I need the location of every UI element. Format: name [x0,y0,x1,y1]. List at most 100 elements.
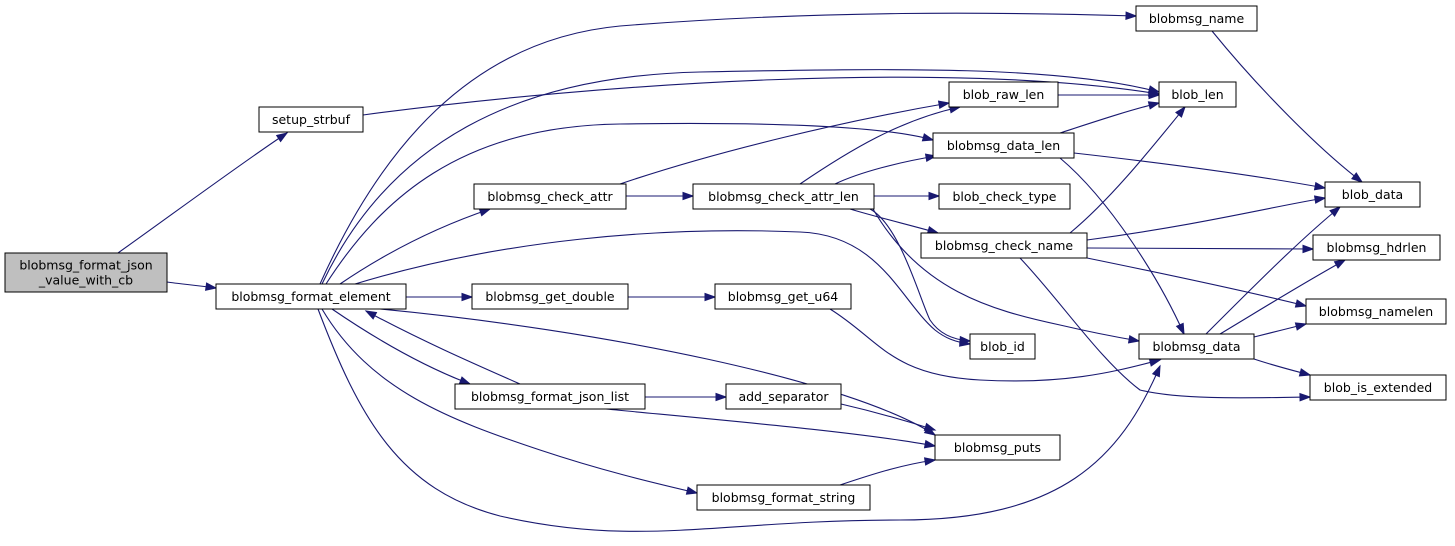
edge-line [331,308,471,385]
node-setup-strbuf[interactable]: setup_strbuf [258,106,364,133]
edge-format_element-to-blobmsg_data_len [325,122,935,285]
node-blobmsg-data[interactable]: blobmsg_data [1138,333,1255,360]
node-label: blobmsg_get_u64 [728,289,839,304]
edge-format_element-to-blobmsg_name [319,11,1138,285]
edge-line [1205,206,1341,335]
edge-line [619,102,950,185]
node-format-json-list[interactable]: blobmsg_format_json_list [454,383,646,410]
edge-line [799,106,961,185]
edge-line [339,208,491,285]
edge-line [379,308,936,436]
node-label: blobmsg_check_name [935,238,1073,253]
edge-line [1059,102,1160,134]
edge-line [1219,259,1346,335]
node-add-separator[interactable]: add_separator [725,383,842,410]
edge-blobmsg_data_len-to-blobmsg_data [1059,157,1185,336]
edge-check_name-to-blob_data [1086,195,1327,241]
edge-line [1086,257,1307,307]
edge-line [321,308,698,494]
edge-arrowhead [1175,322,1185,336]
node-label: blob_data [1342,187,1403,202]
edge-format_json_list-to-blobmsg_puts [605,408,937,449]
node-label: _value_with_cb [38,273,133,288]
node-blob-len[interactable]: blob_len [1158,81,1237,108]
edge-arrowhead [921,133,935,142]
node-box [1312,234,1441,261]
edge-arrowhead [923,457,937,466]
node-label: blobmsg_format_element [231,289,390,304]
node-get-double[interactable]: blobmsg_get_double [471,283,629,310]
edge-line [1069,106,1186,234]
node-get-u64[interactable]: blobmsg_get_u64 [714,283,852,310]
edge-arrowhead [1302,244,1315,254]
edge-arrowhead [275,132,289,143]
edge-arrowhead [682,191,695,201]
edge-line [872,208,1140,342]
node-blobmsg-name[interactable]: blobmsg_name [1135,5,1258,32]
edge-arrowhead [1125,11,1138,21]
edge-arrowhead [205,282,218,291]
edge-arrowhead [1333,259,1347,269]
node-check-attr[interactable]: blobmsg_check_attr [473,183,627,210]
node-blob-id[interactable]: blob_id [969,333,1036,360]
edge-arrowhead [364,310,378,320]
edge-format_element-to-format_json_list [331,308,472,385]
node-label: blobmsg_check_attr [487,189,613,204]
node-box [692,183,875,210]
node-is-extended[interactable]: blob_is_extended [1309,374,1447,401]
edge-line [849,208,939,234]
edge-line [829,308,1161,382]
node-check-name[interactable]: blobmsg_check_name [920,232,1088,259]
node-format-string[interactable]: blobmsg_format_string [696,484,871,511]
node-check-attr-len[interactable]: blobmsg_check_attr_len [692,183,875,210]
edge-format_json_list-to-add_separator [645,392,728,402]
edge-format_element-to-check_attr [339,208,492,285]
edge-arrowhead [1148,90,1161,100]
node-label: blobmsg_puts [954,440,1041,455]
node-blob-raw-len[interactable]: blob_raw_len [948,81,1059,108]
edge-line [1073,152,1326,189]
edge-blobmsg_data-to-namelen [1253,322,1308,338]
node-box [4,252,168,293]
edge-arrowhead [704,292,717,302]
node-label: blob_raw_len [963,87,1045,102]
edge-blobmsg_data-to-is_extended [1253,358,1312,377]
edge-arrowhead [1175,105,1186,118]
node-label: blobmsg_name [1149,11,1245,26]
node-blob-check-type[interactable]: blob_check_type [938,183,1071,210]
node-blobmsg-puts[interactable]: blobmsg_puts [934,434,1061,461]
edge-arrowhead [715,392,728,402]
node-box [473,183,627,210]
node-label: blobmsg_hdrlen [1327,240,1427,255]
edge-arrowhead [1151,364,1161,378]
node-box [1158,81,1237,108]
edge-line [317,308,1161,532]
node-blob-data[interactable]: blob_data [1324,181,1421,208]
edge-arrowhead [1148,358,1162,367]
node-root[interactable]: blobmsg_format_json_value_with_cb [4,252,168,293]
node-namelen[interactable]: blobmsg_namelen [1305,298,1447,325]
edge-format_string-to-blobmsg_puts [839,457,937,486]
edge-arrowhead [1298,368,1312,377]
node-box [948,81,1059,108]
edge-format_element-to-get_double [406,292,474,302]
edge-line [1086,197,1326,241]
edge-line [1059,157,1185,335]
edge-arrowhead [1147,101,1161,110]
edge-arrowhead [1294,299,1308,308]
edge-check_attr_len-to-check_name [849,208,940,235]
edge-blobmsg_data_len-to-blob_data [1073,152,1327,191]
edge-check_name-to-blob_len [1069,105,1186,234]
edge-arrowhead [685,486,699,495]
node-label: blob_is_extended [1324,380,1432,395]
node-hdrlen[interactable]: blobmsg_hdrlen [1312,234,1441,261]
node-box [454,383,646,410]
node-format-element[interactable]: blobmsg_format_element [215,283,407,310]
node-label: setup_strbuf [272,112,351,127]
edge-format_element-to-blobmsg_puts [379,308,937,436]
edge-get_double-to-get_u64 [628,292,717,302]
edge-arrowhead [1299,392,1312,402]
edge-arrowhead [1329,206,1342,218]
node-blobmsg-data-len[interactable]: blobmsg_data_len [932,132,1075,159]
